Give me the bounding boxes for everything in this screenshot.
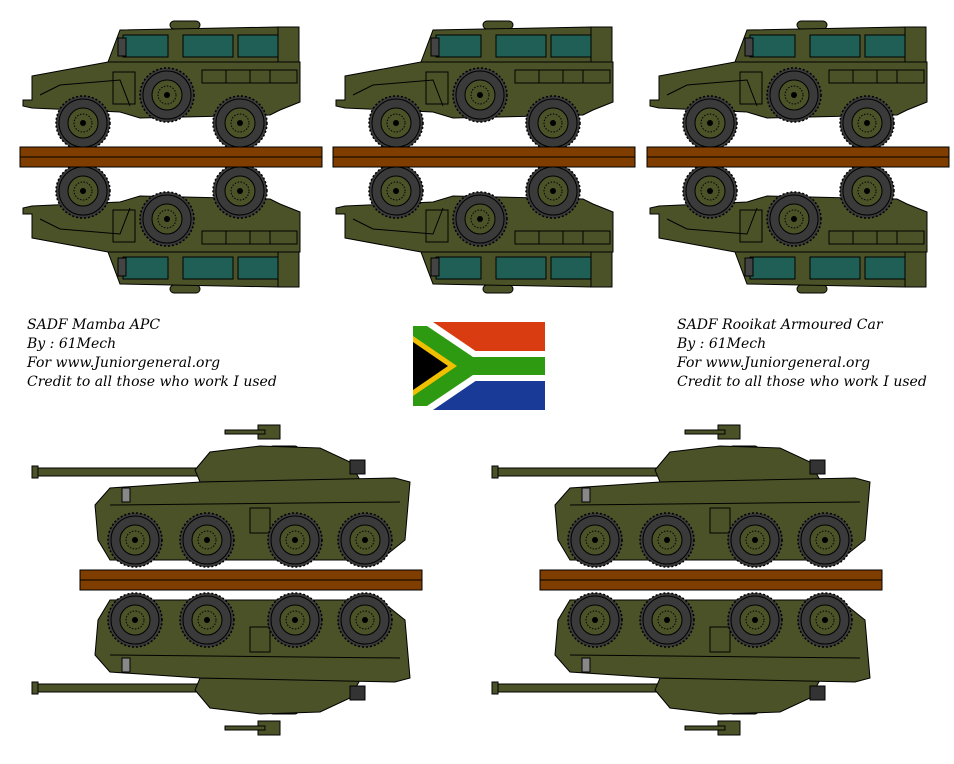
rooikat-side-bottom bbox=[32, 593, 410, 735]
mamba-side-bottom bbox=[650, 164, 927, 293]
mamba-side-bottom bbox=[336, 164, 613, 293]
mamba-side-top bbox=[23, 21, 300, 150]
south-africa-flag bbox=[413, 322, 545, 410]
rooikat-side-top bbox=[492, 425, 870, 567]
rooikat-tile-1 bbox=[32, 425, 423, 735]
caption-site: For www.Juniorgeneral.org bbox=[27, 355, 221, 371]
rooikat-side-bottom bbox=[492, 593, 870, 735]
rooikat-tile-2 bbox=[492, 425, 883, 735]
caption-site: For www.Juniorgeneral.org bbox=[677, 355, 871, 371]
caption-author: By : 61Mech bbox=[27, 336, 117, 352]
caption-credit: Credit to all those who work I used bbox=[27, 374, 277, 390]
mamba-side-bottom bbox=[23, 164, 300, 293]
mamba-tile-3 bbox=[646, 21, 950, 293]
caption-title: SADF Rooikat Armoured Car bbox=[677, 317, 883, 333]
caption-author: By : 61Mech bbox=[677, 336, 767, 352]
mamba-side-top bbox=[650, 21, 927, 150]
caption-credit: Credit to all those who work I used bbox=[677, 374, 927, 390]
caption-title: SADF Mamba APC bbox=[27, 317, 161, 333]
rooikat-side-top bbox=[32, 425, 410, 567]
mamba-caption: SADF Mamba APC By : 61Mech For www.Junio… bbox=[27, 316, 277, 392]
mamba-tile-2 bbox=[332, 21, 636, 293]
mamba-tile-1 bbox=[19, 21, 323, 293]
rooikat-caption: SADF Rooikat Armoured Car By : 61Mech Fo… bbox=[677, 316, 927, 392]
mamba-side-top bbox=[336, 21, 613, 150]
